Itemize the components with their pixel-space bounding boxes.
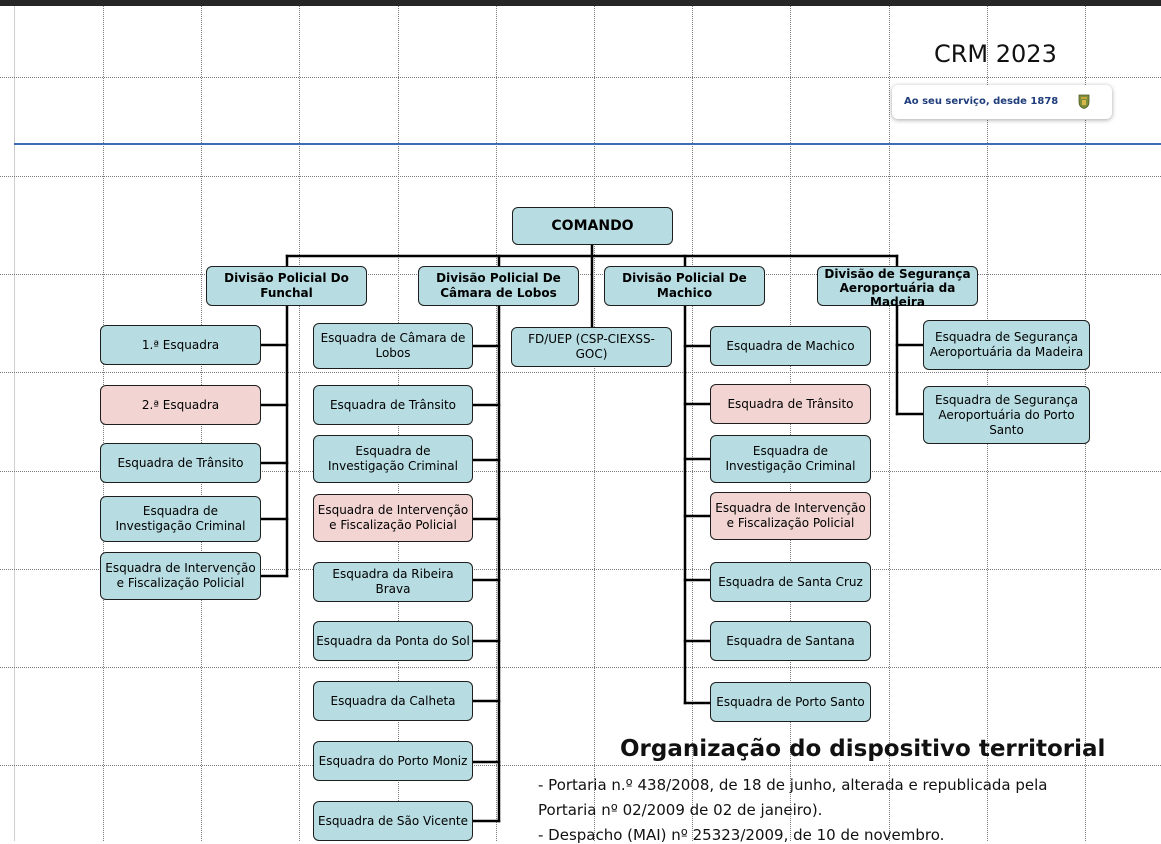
unit-label: Esquadra da Ponta do Sol xyxy=(316,633,470,648)
grid-line-vertical xyxy=(692,6,693,841)
unit-label: Esquadra de Trânsito xyxy=(727,396,854,411)
unit-label: Esquadra de Investigação Criminal xyxy=(115,504,246,533)
division-aeroportuaria-label: Divisão de Segurança Aeroportuária da Ma… xyxy=(824,267,971,309)
node-fd-uep[interactable]: FD/UEP (CSP-CIEXSS-GOC) xyxy=(511,327,672,367)
header-rule xyxy=(14,143,1161,145)
unit-machico-porto-santo[interactable]: Esquadra de Porto Santo xyxy=(710,682,871,722)
unit-camara-intervencao-fiscalizacao[interactable]: Esquadra de Intervenção e Fiscalização P… xyxy=(313,494,473,542)
unit-label: Esquadra do Porto Moniz xyxy=(318,753,468,768)
grid-line-vertical xyxy=(889,6,890,841)
grid-line-horizontal xyxy=(0,569,1161,570)
grid-line-vertical xyxy=(496,6,497,841)
unit-funchal-investigacao-criminal[interactable]: Esquadra de Investigação Criminal xyxy=(100,496,261,542)
unit-label: Esquadra da Ribeira Brava xyxy=(332,567,454,596)
unit-camara-transito[interactable]: Esquadra de Trânsito xyxy=(313,385,473,425)
unit-camara-calheta[interactable]: Esquadra da Calheta xyxy=(313,681,473,721)
unit-label: Esquadra de Câmara de Lobos xyxy=(320,331,466,360)
node-comando-label: COMANDO xyxy=(551,217,634,234)
unit-camara-investigacao-criminal[interactable]: Esquadra de Investigação Criminal xyxy=(313,435,473,483)
node-fd-uep-label: FD/UEP (CSP-CIEXSS-GOC) xyxy=(528,332,655,361)
grid-line-vertical xyxy=(594,6,595,841)
unit-label: Esquadra de Investigação Criminal xyxy=(725,444,856,473)
coat-of-arms-icon xyxy=(1078,94,1090,109)
division-camara-de-lobos[interactable]: Divisão Policial De Câmara de Lobos xyxy=(418,266,579,306)
grid-line-horizontal xyxy=(0,667,1161,668)
unit-camara-ponta-do-sol[interactable]: Esquadra da Ponta do Sol xyxy=(313,621,473,661)
unit-label: Esquadra de Segurança Aeroportuária da M… xyxy=(929,330,1084,359)
section-title: Organização do dispositivo territorial xyxy=(620,736,1106,762)
grid-line-horizontal xyxy=(0,372,1161,373)
unit-label: Esquadra de Trânsito xyxy=(117,455,244,470)
unit-label: Esquadra de Segurança Aeroportuária do P… xyxy=(934,392,1078,437)
page-left-edge xyxy=(14,6,15,841)
reference-line-2: Portaria nº 02/2009 de 02 de janeiro). xyxy=(538,801,823,819)
unit-label: Esquadra de Santana xyxy=(726,633,855,648)
unit-machico-transito[interactable]: Esquadra de Trânsito xyxy=(710,384,871,424)
unit-camara-esquadra-camara-de-lobos[interactable]: Esquadra de Câmara de Lobos xyxy=(313,323,473,369)
unit-machico-santana[interactable]: Esquadra de Santana xyxy=(710,621,871,661)
grid-line-vertical xyxy=(299,6,300,841)
unit-machico-investigacao-criminal[interactable]: Esquadra de Investigação Criminal xyxy=(710,435,871,483)
unit-label: Esquadra de Intervenção e Fiscalização P… xyxy=(105,561,256,590)
reference-line-3: - Despacho (MAI) nº 25323/2009, de 10 de… xyxy=(538,826,945,844)
unit-label: Esquadra de Trânsito xyxy=(329,397,457,412)
unit-label: Esquadra de Santa Cruz xyxy=(718,574,863,589)
unit-label: Esquadra de Intervenção e Fiscalização P… xyxy=(715,501,866,530)
division-camara-de-lobos-label: Divisão Policial De Câmara de Lobos xyxy=(436,271,561,300)
unit-aero-porto-santo[interactable]: Esquadra de Segurança Aeroportuária do P… xyxy=(923,386,1090,444)
division-funchal[interactable]: Divisão Policial Do Funchal xyxy=(206,266,367,306)
unit-machico-esquadra-machico[interactable]: Esquadra de Machico xyxy=(710,326,871,366)
unit-camara-sao-vicente[interactable]: Esquadra de São Vicente xyxy=(313,801,473,841)
slogan-badge: Ao seu serviço, desde 1878 xyxy=(892,85,1112,119)
unit-funchal-2-esquadra[interactable]: 2.ª Esquadra xyxy=(100,385,261,425)
unit-label: Esquadra da Calheta xyxy=(330,693,456,708)
slogan-text: Ao seu serviço, desde 1878 xyxy=(904,96,1059,107)
division-aeroportuaria[interactable]: Divisão de Segurança Aeroportuária da Ma… xyxy=(817,266,978,309)
grid-line-horizontal xyxy=(0,274,1161,275)
grid-line-horizontal xyxy=(0,176,1161,177)
unit-funchal-1-esquadra[interactable]: 1.ª Esquadra xyxy=(100,325,261,365)
unit-label: Esquadra de Porto Santo xyxy=(716,694,865,709)
grid-line-horizontal xyxy=(0,77,1161,78)
unit-funchal-transito[interactable]: Esquadra de Trânsito xyxy=(100,443,261,483)
unit-funchal-intervencao-fiscalizacao[interactable]: Esquadra de Intervenção e Fiscalização P… xyxy=(100,552,261,600)
unit-label: 1.ª Esquadra xyxy=(141,337,220,352)
division-funchal-label: Divisão Policial Do Funchal xyxy=(224,271,349,300)
window-top-bar xyxy=(0,0,1161,6)
unit-camara-ribeira-brava[interactable]: Esquadra da Ribeira Brava xyxy=(313,562,473,602)
unit-machico-intervencao-fiscalizacao[interactable]: Esquadra de Intervenção e Fiscalização P… xyxy=(710,492,871,540)
unit-label: Esquadra de Intervenção e Fiscalização P… xyxy=(317,503,469,532)
division-machico-label: Divisão Policial De Machico xyxy=(622,271,747,300)
node-comando[interactable]: COMANDO xyxy=(512,207,673,245)
unit-aero-madeira[interactable]: Esquadra de Segurança Aeroportuária da M… xyxy=(923,320,1090,370)
unit-camara-porto-moniz[interactable]: Esquadra do Porto Moniz xyxy=(313,741,473,781)
header-title: CRM 2023 xyxy=(934,40,1057,68)
unit-label: Esquadra de São Vicente xyxy=(317,813,469,828)
division-machico[interactable]: Divisão Policial De Machico xyxy=(604,266,765,306)
unit-label: Esquadra de Machico xyxy=(726,338,855,353)
unit-machico-santa-cruz[interactable]: Esquadra de Santa Cruz xyxy=(710,562,871,602)
unit-label: Esquadra de Investigação Criminal xyxy=(328,444,458,473)
unit-label: 2.ª Esquadra xyxy=(141,397,220,412)
grid-line-horizontal xyxy=(0,765,1161,766)
grid-line-horizontal xyxy=(0,471,1161,472)
reference-line-1: - Portaria n.º 438/2008, de 18 de junho,… xyxy=(538,776,1048,794)
